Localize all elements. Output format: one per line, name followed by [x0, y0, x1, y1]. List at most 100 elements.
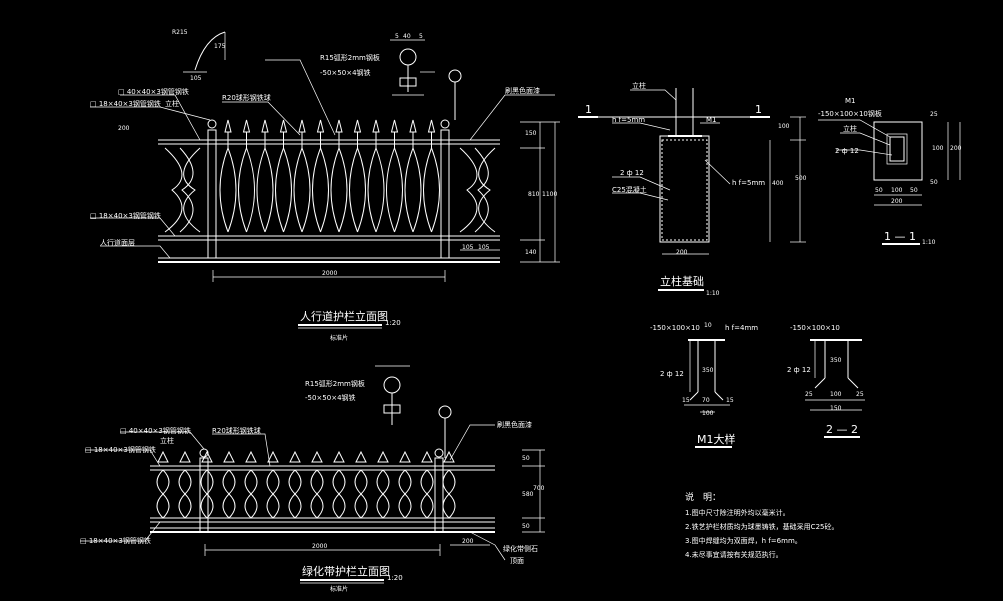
dim-150: 150 [525, 130, 537, 137]
heart-ornament [178, 469, 192, 495]
railing-bar [412, 132, 422, 233]
note-item-1: 1.图中尺寸除注明外均以毫米计。 [685, 508, 790, 517]
paint-label-2: 刷黑色面漆 [497, 420, 532, 429]
railing-bar [394, 132, 403, 233]
fleur-tip [311, 450, 323, 463]
greenbelt-title: 绿化带护栏立面图 [302, 564, 390, 578]
railing-bar [423, 147, 432, 233]
decor-plate-label: R15弧形2mm钢板 [320, 53, 380, 62]
m1-dim-350: 350 [702, 367, 714, 374]
foundation-dim-500: 500 [795, 175, 807, 182]
pedestrian-railing-labels: R215 175 105 □ 40×40×3钢管钢铁 □ 18×40×3钢管钢铁… [90, 29, 557, 342]
dim-140: 140 [525, 249, 537, 256]
fleur-tip [223, 450, 235, 463]
spear-tip [390, 119, 399, 133]
spear-tip [372, 119, 380, 133]
railing-bar [301, 132, 311, 233]
railing-bar [349, 147, 358, 233]
note-item-2: 2.铁艺护栏材质均为球墨铸铁，基础采用C25砼。 [685, 522, 838, 531]
railing-bar [367, 147, 377, 233]
foundation-dim-200: 200 [676, 249, 688, 256]
m1-rebar-label: 2 ф 12 [660, 370, 684, 378]
fleur-tip [289, 450, 301, 463]
heart-ornament [442, 493, 456, 519]
radius-label: R215 [172, 29, 188, 36]
foundation-concrete-label: C25混凝土 [612, 185, 647, 194]
railing-bar [264, 132, 274, 233]
sec22-dim-25-b: 25 [856, 391, 864, 398]
fleur-tip [421, 450, 433, 463]
railing-bar [283, 132, 292, 233]
curb-label: 绿化带侧石 [503, 544, 538, 553]
ball-label: R20球形钢铁球 [222, 93, 271, 102]
spear-tip [242, 119, 251, 133]
railing-bar [293, 147, 303, 233]
heart-ornament [288, 469, 302, 495]
foundation-post-label: 立柱 [632, 81, 646, 90]
heart-ornament [266, 493, 280, 519]
fleur-tip [179, 450, 191, 463]
dim-700: 700 [533, 485, 545, 492]
spear-tip [261, 119, 269, 133]
heart-ornament [442, 469, 456, 495]
m1-title: M1大样 [697, 432, 736, 446]
sec11-width-200: 200 [891, 198, 903, 205]
m1-dim-70: 70 [702, 397, 710, 404]
foundation-weld-label: h f=5mm [612, 116, 645, 124]
sec11-title: 1 — 1 [884, 230, 916, 243]
dim-2000: 2000 [322, 270, 337, 277]
fleur-tip [267, 450, 279, 463]
foundation-weld2-label: h f=5mm [732, 179, 765, 187]
curb-label-2: 顶面 [510, 557, 524, 565]
heart-ornament [310, 469, 324, 495]
fleur-tip [355, 450, 367, 463]
post-foundation-scale: 1:10 [706, 290, 720, 297]
dim-1100: 1100 [542, 191, 557, 198]
heart-ornament [200, 469, 214, 495]
m1-detail: -150×100×10 h f=4mm 2 ф 12 350 15 70 15 … [650, 322, 758, 448]
spear-tip [224, 119, 232, 133]
heart-ornament [156, 469, 170, 495]
upper-rail-label-2: □ 18×40×3钢管钢铁 [85, 445, 156, 454]
heart-ornament [200, 493, 214, 519]
fleur-tip [377, 450, 389, 463]
heart-ornament [332, 493, 346, 519]
sec11-post-label: 立柱 [843, 124, 857, 133]
lower-rail-label: □ 18×40×3钢管钢铁 [90, 211, 161, 220]
dim-5-b: 5 [419, 33, 423, 40]
steel-pipe-label-2: □ 40×40×3钢管钢铁 [120, 426, 191, 435]
dim-105-b: 105 [462, 244, 474, 251]
spear-tip [316, 119, 325, 133]
heart-ornament [376, 493, 390, 519]
m1-weld-label: h f=4mm [725, 324, 758, 332]
railing-bar [256, 147, 266, 233]
pedestrian-scale: 1:20 [385, 319, 401, 327]
railing-bar [227, 132, 237, 233]
foundation-dim-100: 100 [778, 123, 790, 130]
m1-dim-10: 10 [704, 322, 712, 329]
sec22-dim-25: 25 [805, 391, 813, 398]
sec11-dim-50: 50 [930, 179, 938, 186]
m1-dim-15-b: 15 [726, 397, 734, 404]
sec11-plate-label: -150×100×10钢板 [818, 109, 882, 118]
sec11-width-50: 50 [875, 187, 883, 194]
dim-580: 580 [522, 491, 534, 498]
dim-200: 200 [118, 125, 130, 132]
fleur-tip [201, 450, 213, 463]
spear-tip [353, 119, 362, 133]
greenbelt-railing-labels: □ 40×40×3钢管钢铁 立柱 R20球形钢铁球 □ 18×40×3钢管钢铁 … [80, 379, 545, 593]
railing-bar [404, 147, 414, 233]
dim-40: 40 [403, 33, 411, 40]
greenbelt-scale: 1:20 [387, 574, 403, 582]
heart-ornament [266, 469, 280, 495]
post-label: 立柱 [165, 99, 179, 108]
section-1-1-plan: M1 -150×100×10钢板 立柱 2 ф 12 25 100 50 200… [818, 97, 962, 246]
dim-105: 105 [190, 75, 202, 82]
sec22-dim-100: 100 [830, 391, 842, 398]
greenbelt-railing-elevation [80, 365, 545, 561]
sec11-dim-25: 25 [930, 111, 938, 118]
heart-ornament [222, 469, 236, 495]
section-mark-1: 1 [585, 103, 592, 116]
m1-dim-100: 100 [702, 410, 714, 417]
